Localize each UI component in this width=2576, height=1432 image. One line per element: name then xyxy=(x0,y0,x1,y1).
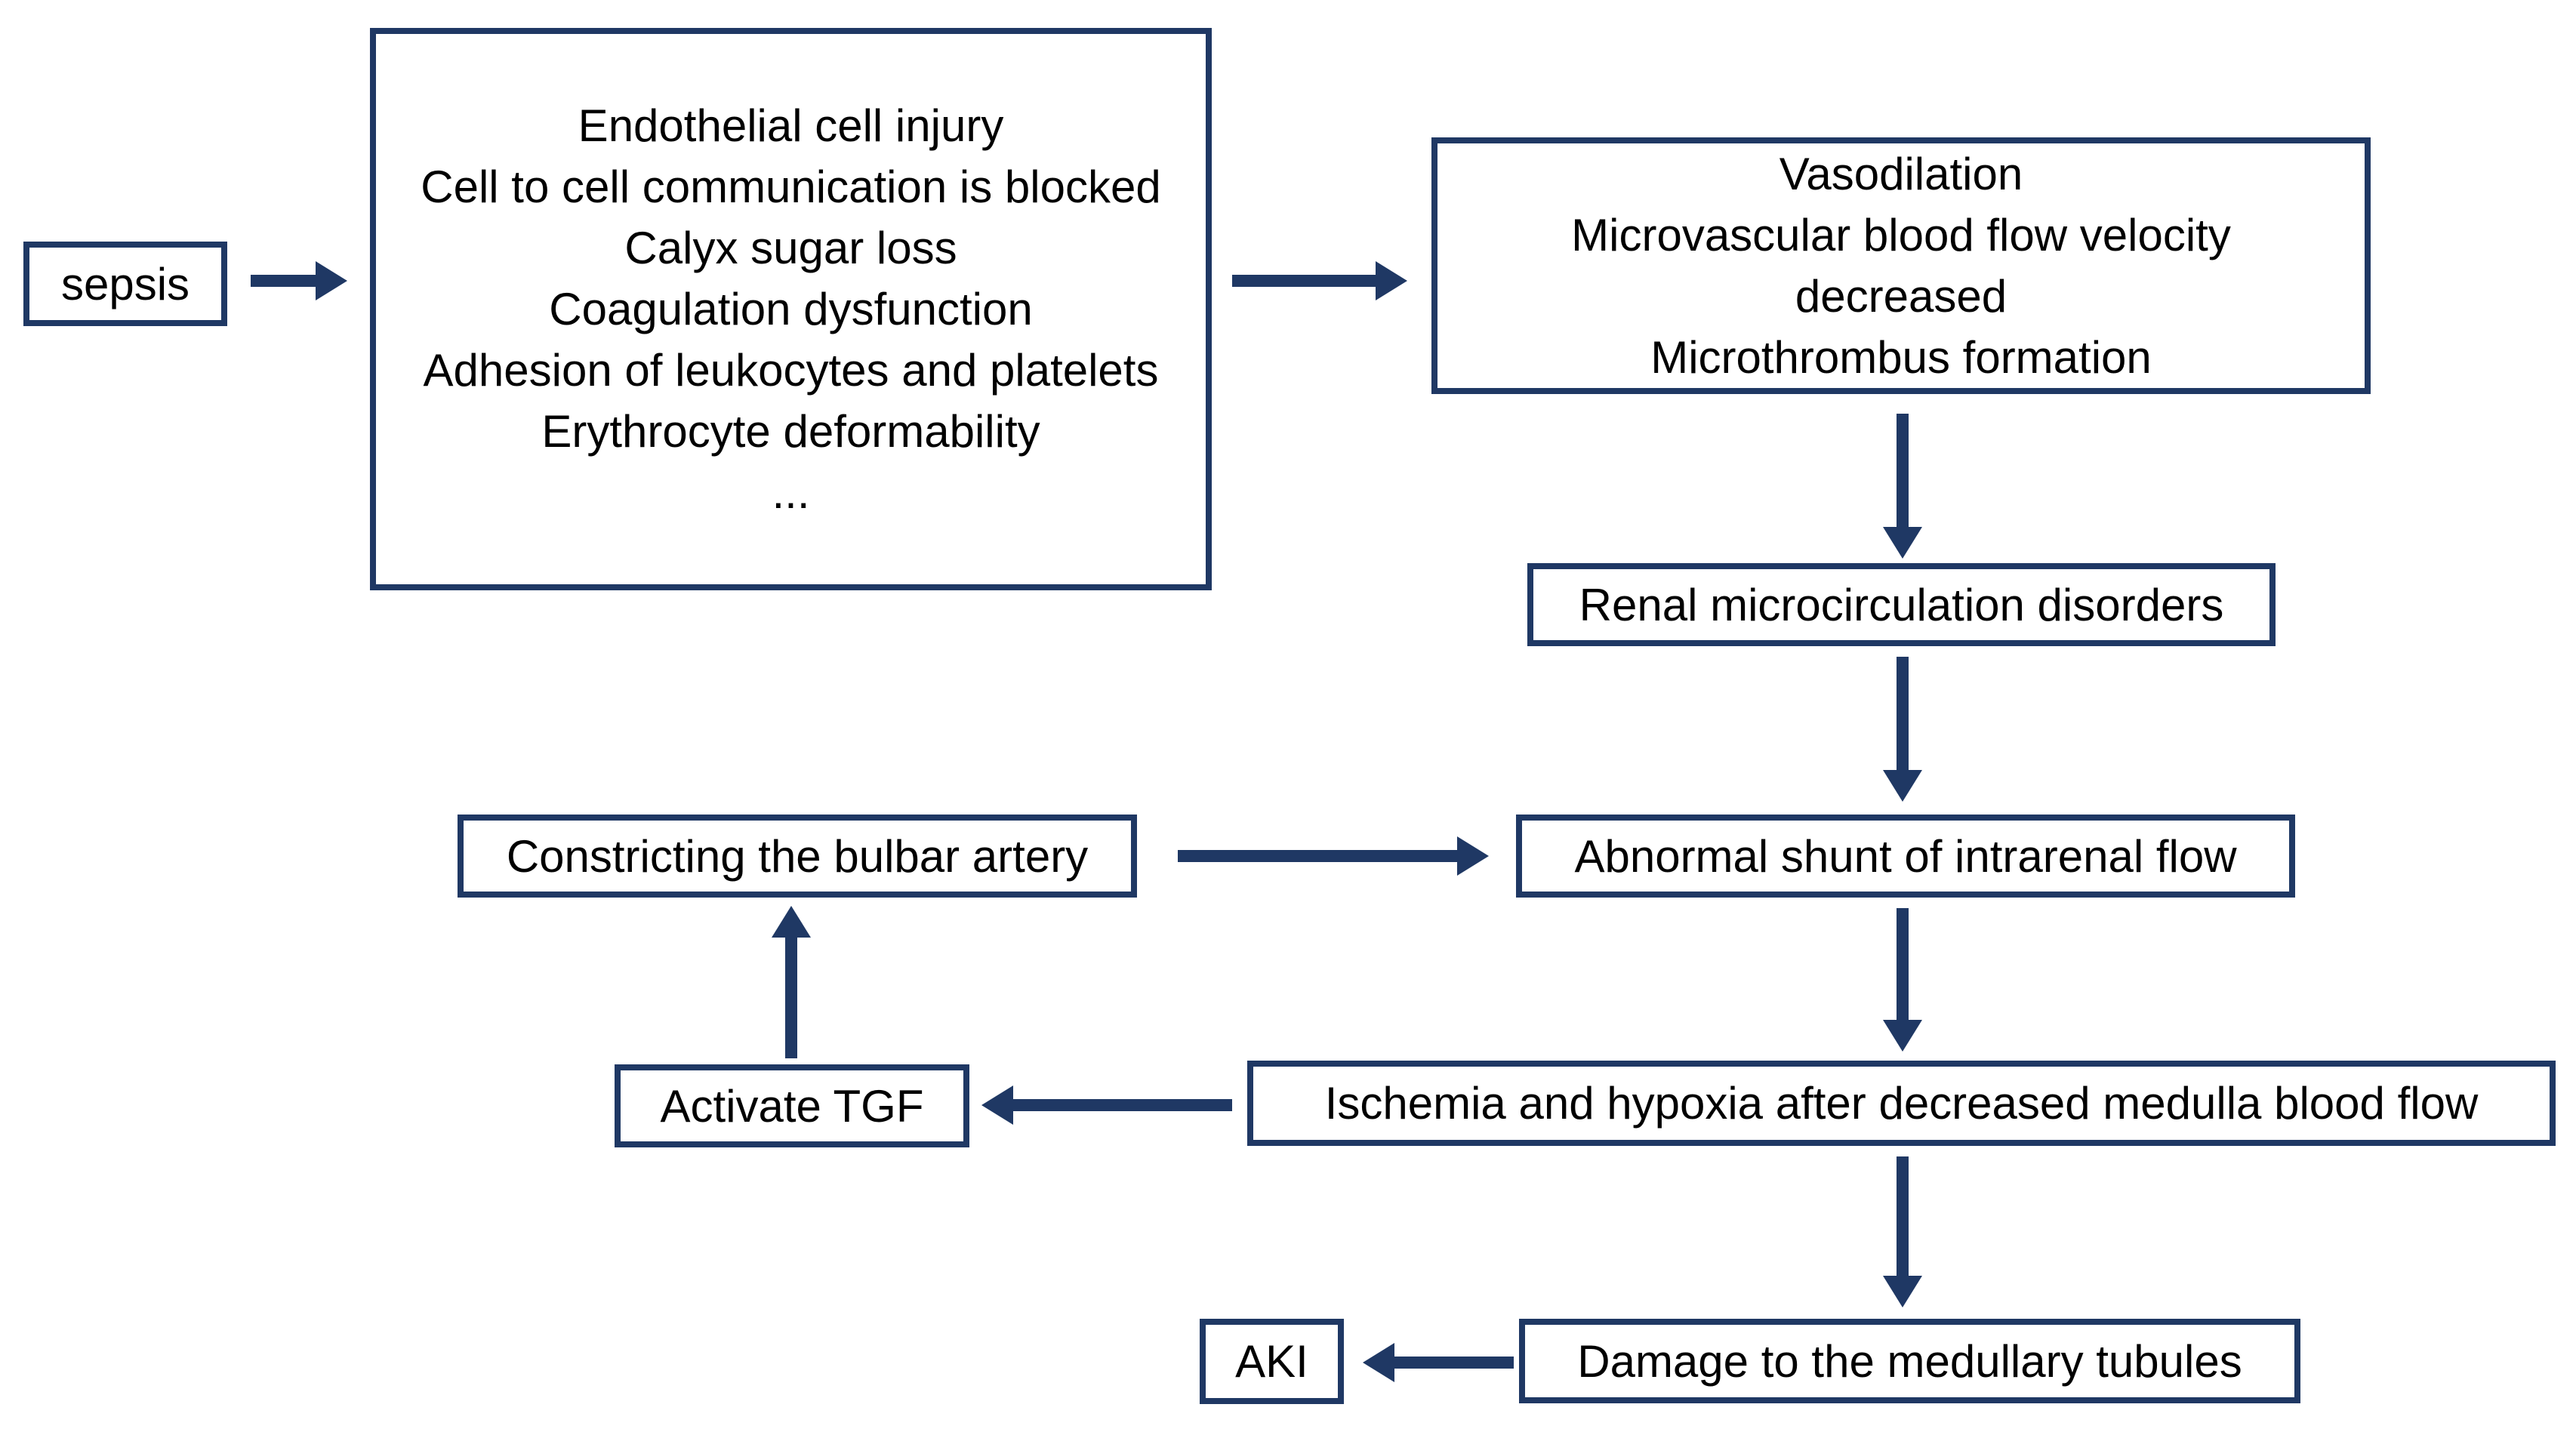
arrow-renal-to-shunt xyxy=(1883,657,1922,802)
arrow-activate-tgf-to-constricting xyxy=(772,906,811,1058)
node-vasodilation: Vasodilation Microvascular blood flow ve… xyxy=(1431,137,2371,394)
node-sepsis: sepsis xyxy=(23,242,227,326)
node-ischemia-hypoxia-label: Ischemia and hypoxia after decreased med… xyxy=(1324,1078,2479,1129)
arrow-shunt-to-ischemia xyxy=(1883,908,1922,1052)
arrowhead-down-icon xyxy=(1883,1276,1922,1307)
node-sepsis-label: sepsis xyxy=(60,258,190,309)
arrow-ischemia-to-damage xyxy=(1883,1156,1922,1307)
node-renal-microcirculation-label: Renal microcirculation disorders xyxy=(1579,579,2224,630)
node-abnormal-shunt: Abnormal shunt of intrarenal flow xyxy=(1516,815,2295,898)
arrowhead-right-icon xyxy=(1376,261,1407,300)
arrowhead-right-icon xyxy=(316,261,347,300)
node-abnormal-shunt-label: Abnormal shunt of intrarenal flow xyxy=(1574,830,2237,882)
arrow-endothelial-to-vasodilation xyxy=(1232,261,1407,300)
arrow-damage-to-aki xyxy=(1363,1343,1514,1382)
arrowhead-left-icon xyxy=(981,1086,1013,1125)
arrowhead-right-icon xyxy=(1457,836,1489,876)
arrow-constricting-to-shunt xyxy=(1178,836,1489,876)
arrowhead-down-icon xyxy=(1883,527,1922,559)
node-ischemia-hypoxia: Ischemia and hypoxia after decreased med… xyxy=(1247,1061,2556,1146)
arrow-sepsis-to-endothelial xyxy=(251,261,347,300)
arrow-ischemia-to-activate-tgf xyxy=(981,1086,1232,1125)
arrowhead-up-icon xyxy=(772,906,811,938)
arrowhead-down-icon xyxy=(1883,770,1922,802)
node-endothelial-injury: Endothelial cell injury Cell to cell com… xyxy=(370,28,1212,590)
arrowhead-down-icon xyxy=(1883,1020,1922,1052)
node-renal-microcirculation: Renal microcirculation disorders xyxy=(1527,563,2276,646)
node-aki-label: AKI xyxy=(1235,1336,1308,1387)
node-endothelial-injury-label: Endothelial cell injury Cell to cell com… xyxy=(421,100,1161,518)
node-activate-tgf: Activate TGF xyxy=(615,1064,969,1147)
node-vasodilation-label: Vasodilation Microvascular blood flow ve… xyxy=(1571,149,2231,383)
node-damage-medullary-tubules: Damage to the medullary tubules xyxy=(1519,1319,2300,1403)
node-constricting-bulbar-artery-label: Constricting the bulbar artery xyxy=(506,830,1089,882)
node-damage-medullary-tubules-label: Damage to the medullary tubules xyxy=(1577,1335,2242,1387)
node-aki: AKI xyxy=(1200,1319,1344,1404)
arrowhead-left-icon xyxy=(1363,1343,1394,1382)
node-activate-tgf-label: Activate TGF xyxy=(660,1080,924,1132)
node-constricting-bulbar-artery: Constricting the bulbar artery xyxy=(458,815,1137,898)
arrow-vasodilation-to-renal xyxy=(1883,414,1922,559)
